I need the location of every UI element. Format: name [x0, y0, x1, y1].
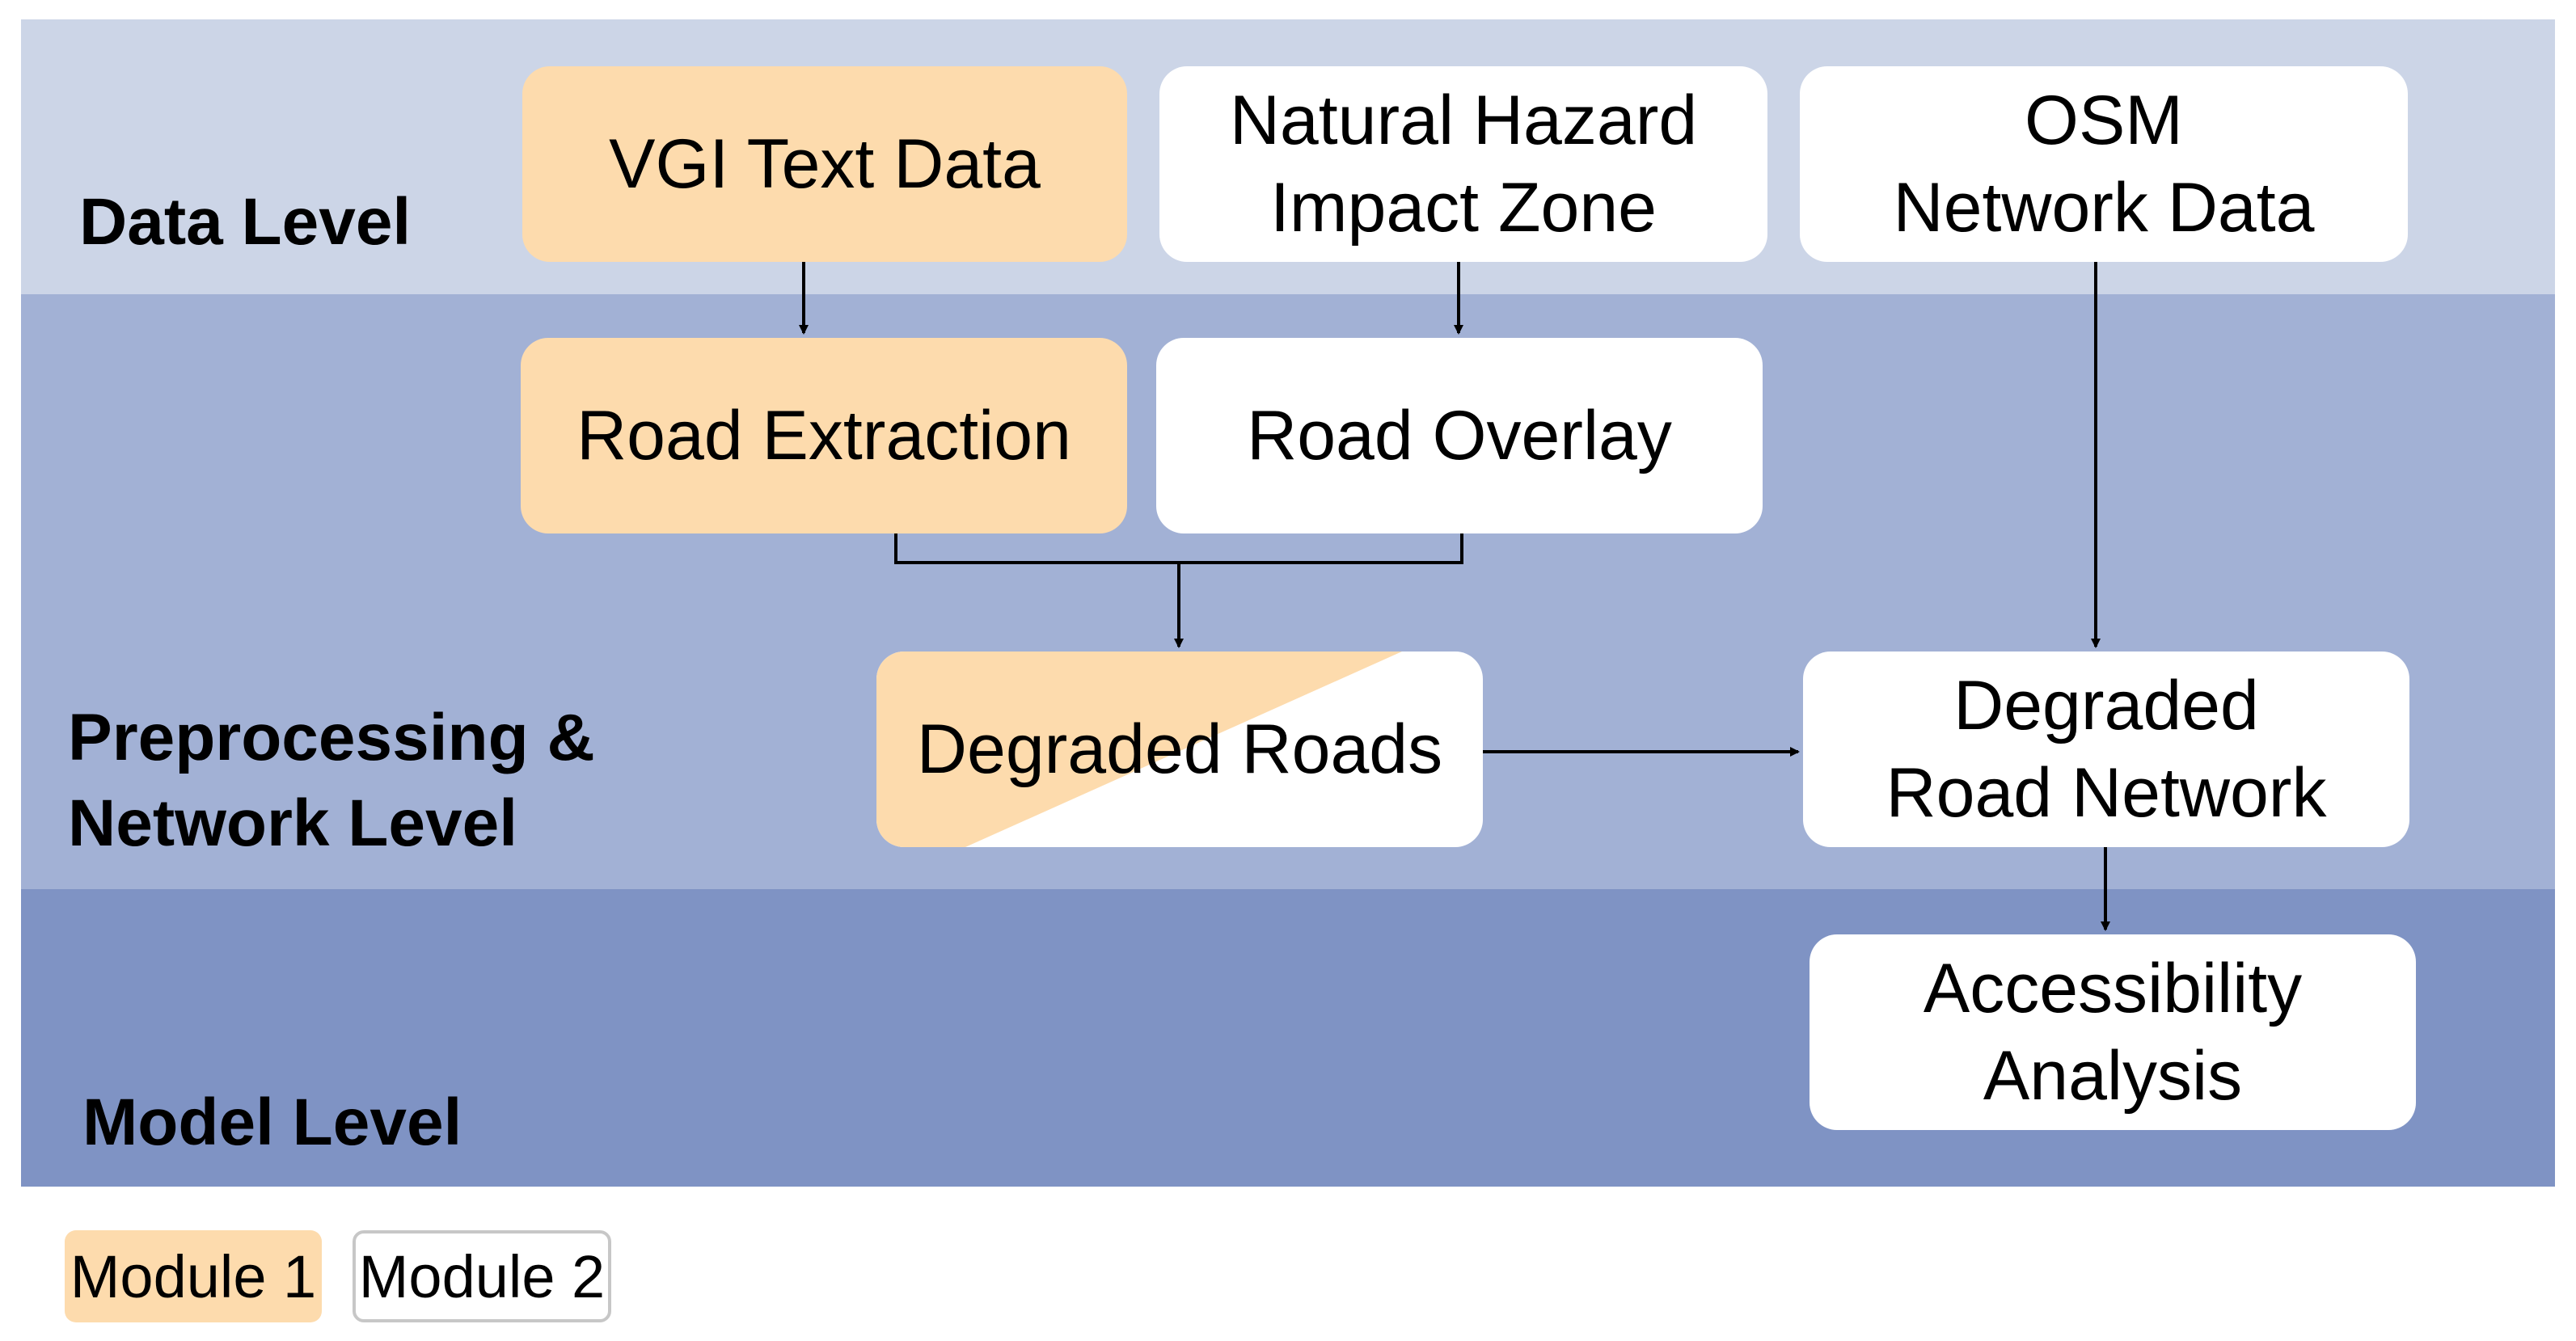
vgi-text-data-node: VGI Text Data [522, 66, 1127, 262]
preprocessing-level-label: Preprocessing & Network Level [68, 701, 595, 860]
legend-module2: Module 2 [353, 1230, 611, 1322]
natural-hazard-impact-zone-label: Natural Hazard Impact Zone [1229, 82, 1698, 247]
osm-network-data-node: OSM Network Data [1800, 66, 2408, 262]
degraded-road-network-label: Degraded Road Network [1886, 667, 2327, 832]
degraded-road-network-node: Degraded Road Network [1803, 652, 2409, 847]
module1-diagonal-fill [876, 652, 1402, 847]
vgi-text-data-label: VGI Text Data [609, 125, 1041, 203]
degraded-roads-node: Degraded Roads [876, 652, 1483, 847]
model-level-label: Model Level [82, 1086, 462, 1159]
road-overlay-node: Road Overlay [1156, 338, 1763, 533]
natural-hazard-impact-zone-node: Natural Hazard Impact Zone [1159, 66, 1767, 262]
road-extraction-node: Road Extraction [521, 338, 1127, 533]
osm-network-data-label: OSM Network Data [1893, 82, 2315, 247]
degraded-roads-label: Degraded Roads [916, 711, 1443, 788]
accessibility-analysis-label: Accessibility Analysis [1923, 950, 2303, 1115]
data-level-label: Data Level [79, 185, 412, 259]
accessibility-analysis-node: Accessibility Analysis [1810, 934, 2416, 1130]
road-overlay-label: Road Overlay [1247, 397, 1672, 474]
legend-module1: Module 1 [65, 1230, 322, 1322]
merge-line-extraction [894, 533, 1463, 564]
road-extraction-label: Road Extraction [576, 397, 1071, 474]
